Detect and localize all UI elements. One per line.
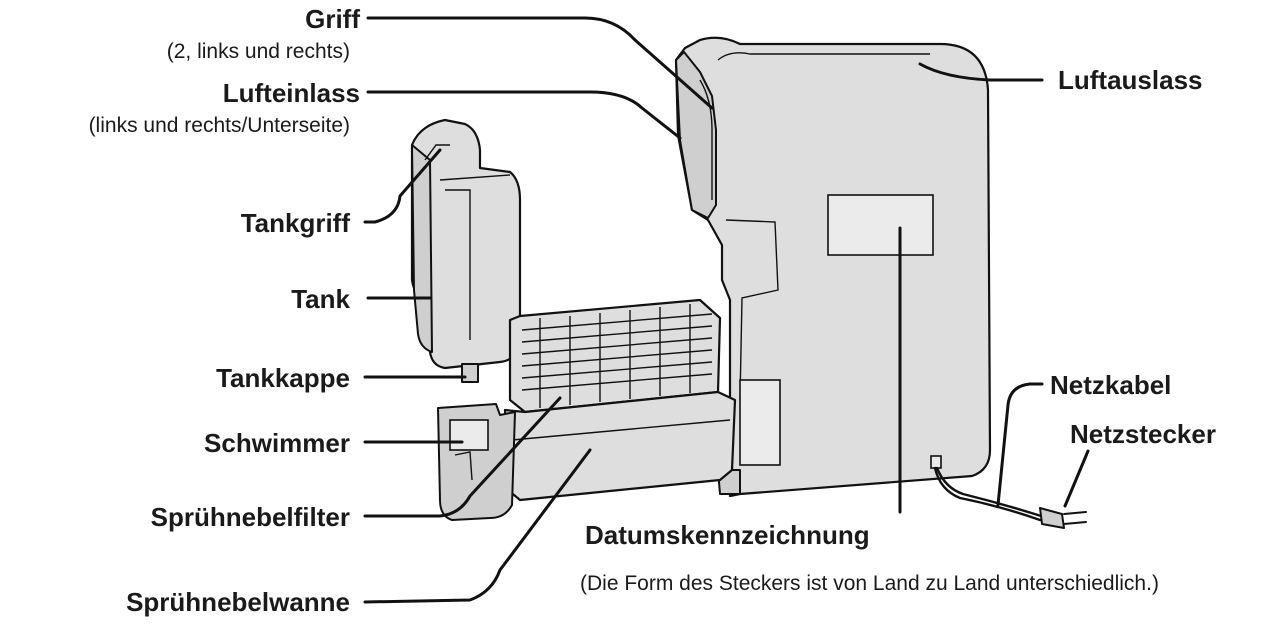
label-spruehnebelfilter: Sprühnebelfilter: [150, 502, 350, 532]
label-spruehnebelwanne: Sprühnebelwanne: [126, 587, 350, 617]
spray-filter: [508, 298, 722, 414]
main-unit: [674, 36, 992, 498]
label-netzkabel: Netzkabel: [1050, 370, 1172, 400]
label-lufteinlass: Lufteinlass: [222, 78, 360, 108]
power-cord: [933, 466, 1087, 529]
leader-lines: [363, 16, 1090, 604]
label-tankkappe: Tankkappe: [216, 363, 350, 393]
label-netzstecker: Netzstecker: [1070, 419, 1216, 449]
plug-shape-note: (Die Form des Steckers ist von Land zu L…: [580, 572, 1159, 595]
label-tankgriff: Tankgriff: [240, 208, 350, 238]
label-griff: Griff: [305, 4, 360, 34]
label-tank: Tank: [291, 284, 350, 314]
label-datumskennzeichnung: Datumskennzeichnung: [585, 520, 870, 550]
label-schwimmer: Schwimmer: [204, 428, 350, 458]
label-griff-sub: (2, links und rechts): [166, 40, 350, 63]
tank: [410, 118, 522, 383]
label-luftauslass: Luftauslass: [1058, 65, 1203, 95]
spray-tray: [437, 390, 737, 521]
label-lufteinlass-sub: (links und rechts/Unterseite): [88, 114, 350, 137]
